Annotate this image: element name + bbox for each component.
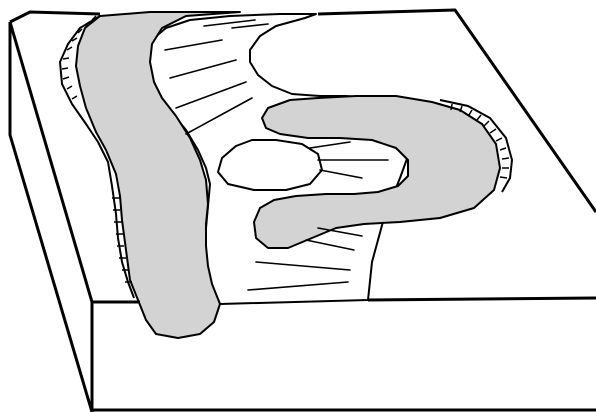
front-top-edge-right [368,298,596,300]
inner-hill [218,140,322,190]
